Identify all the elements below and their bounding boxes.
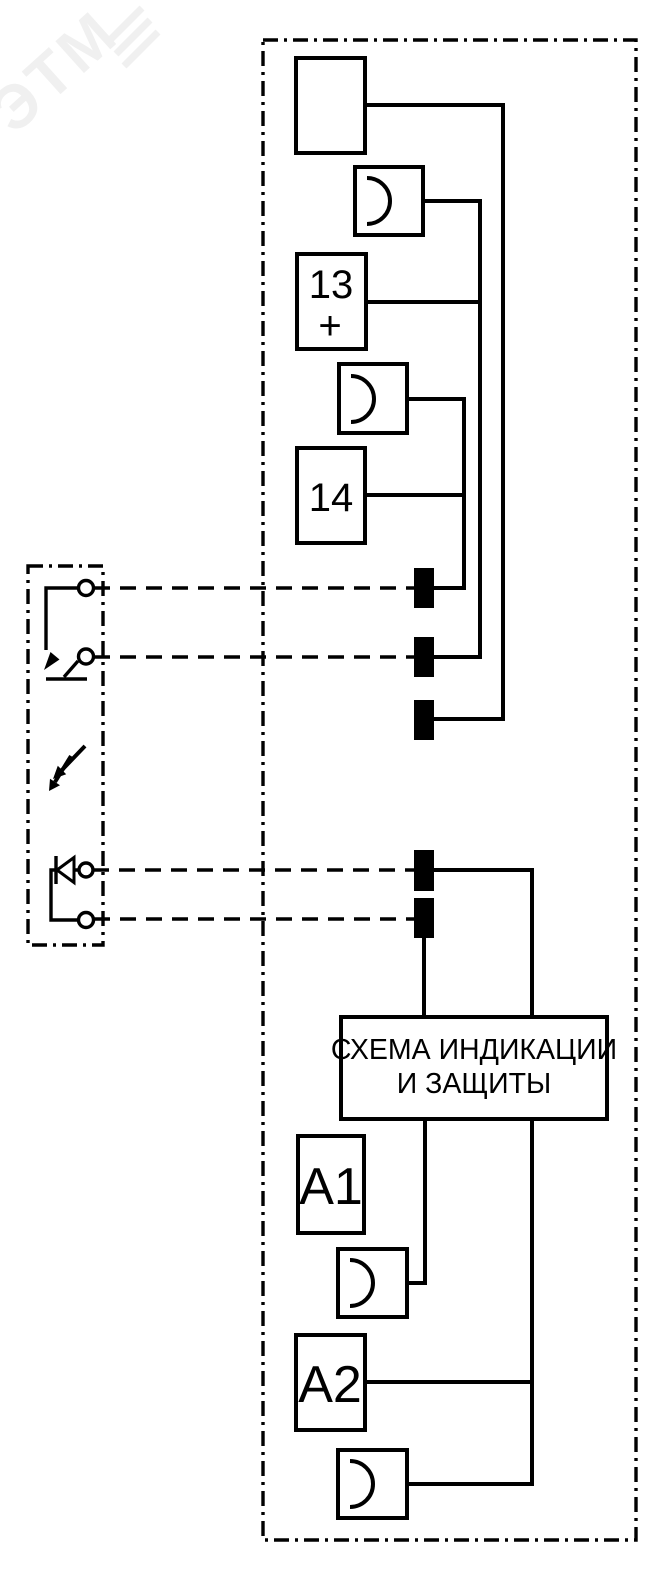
terminal-13-label: 13 [309,263,354,307]
photodiode-icon [49,854,96,930]
wire-block-to-clamp4 [372,1119,534,1486]
module-boundary-box [261,38,638,1542]
watermark: ЭТМ [0,0,161,146]
indication-block-title-line2: И ЗАЩИТЫ [397,1068,551,1100]
clamp-symbols [349,176,392,1509]
terminal-circle-3 [77,861,95,879]
terminal-box-a2 [294,1333,367,1432]
connector-pin-1 [414,568,434,608]
terminal-boxes [294,56,609,1520]
terminal-box-13 [295,252,368,351]
terminal-13-polarity-label: + [318,304,341,348]
terminal-box-a1 [296,1134,366,1235]
wire-top-box-to-pin3 [365,103,505,721]
wire-pin4-to-block [434,868,534,1017]
terminal-box-14 [295,446,367,545]
light-arrows-icon [49,744,87,791]
terminal-circle-2 [76,647,96,666]
screw-clamp-icon-3 [349,1258,375,1308]
connector-pin-5 [414,898,434,938]
switch-contact-icon [44,578,96,681]
terminal-a1-label: А1 [299,1158,363,1216]
connector-pins [414,568,434,938]
connector-pin-4 [414,850,434,891]
watermark-logo-stripes [105,5,161,69]
labels: 13 + 14 СХЕМА ИНДИКАЦИИ И ЗАЩИТЫ А1 А2 [298,263,617,1414]
connector-pin-2 [414,637,434,677]
terminal-a2-label: А2 [298,1356,362,1414]
terminal-circle-4 [76,910,96,930]
screw-clamp-icon-2 [350,374,376,424]
watermark-text: ЭТМ [0,0,132,146]
wiring [365,103,534,1486]
indication-block-title-line1: СХЕМА ИНДИКАЦИИ [331,1034,617,1066]
screw-clamp-icon-4 [349,1459,375,1509]
connector-pin-3 [414,700,434,740]
terminal-box-top [294,56,367,155]
dashed-links [93,586,414,921]
screw-clamp-icon-1 [366,176,392,226]
indication-block-box [339,1015,609,1121]
wire-clamp1-to-pin2 [389,199,482,659]
external-device [44,578,96,930]
external-device-boundary-box [26,564,105,947]
terminal-14-label: 14 [309,476,354,520]
terminal-circle-1 [76,578,96,598]
